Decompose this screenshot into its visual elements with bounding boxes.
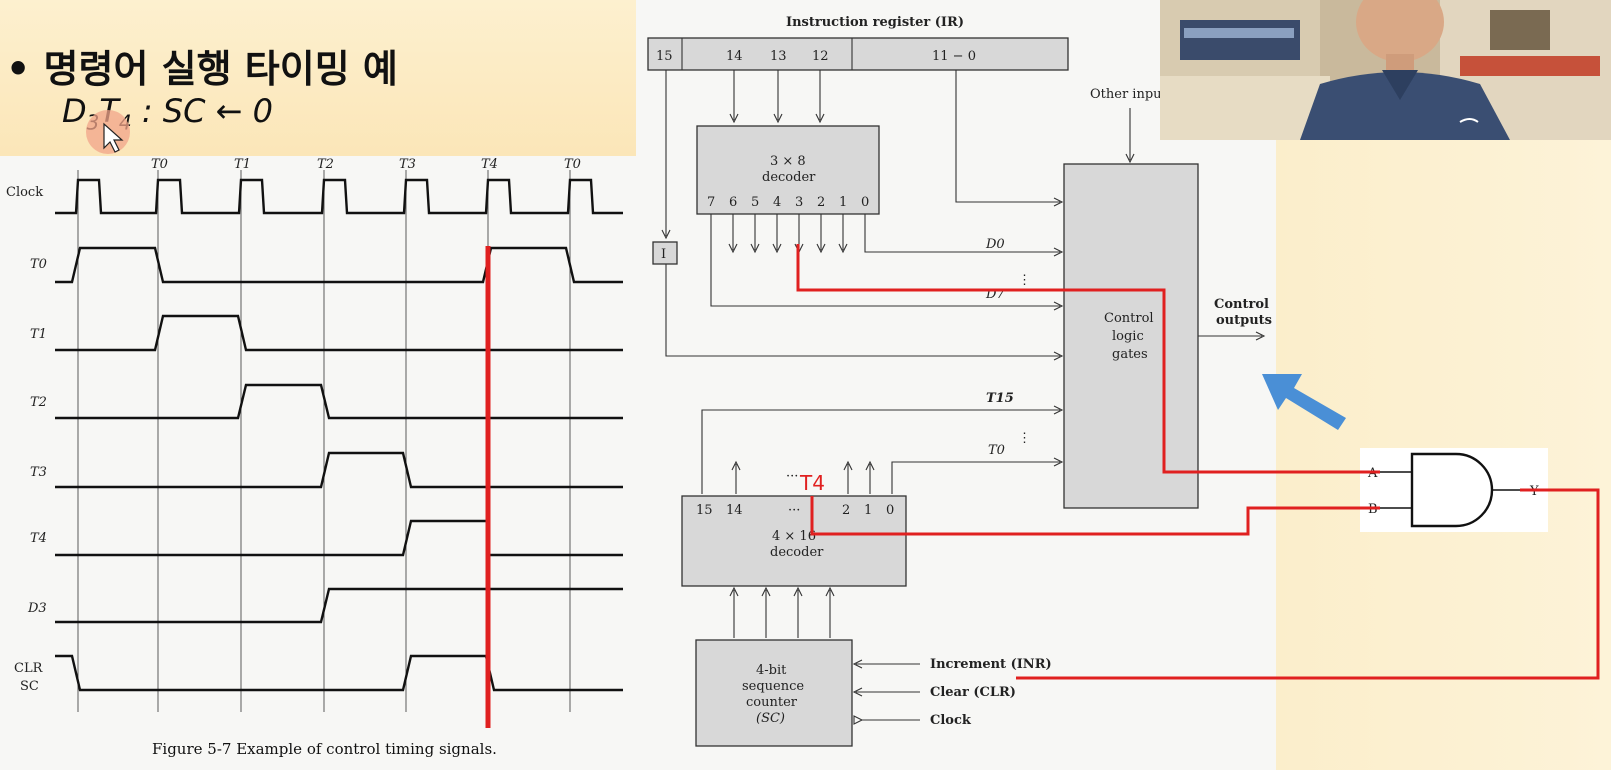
input-increment: Increment (INR) [930,657,1052,672]
decoder3-title: 3 × 8 [770,154,806,169]
counter-line-1: 4-bit [756,663,787,678]
counter-line-4: (SC) [756,711,785,726]
decoder4-title: 4 × 16 [772,529,816,544]
d-ellipsis: ⋮ [1018,273,1031,288]
t-wires [702,406,1062,494]
t-dots: ··· [786,469,798,484]
ir-field-13: 13 [770,49,787,64]
decoder4-out-dots: ··· [788,503,800,518]
control-outputs-line-2: outputs [1216,313,1272,328]
webcam-scene [1160,0,1611,140]
decoder3-out-7: 7 [707,195,715,210]
decoder3-out-6: 6 [729,195,737,210]
decoder4-out-14: 14 [726,503,743,518]
decoder4-out-2: 2 [842,503,850,518]
blue-arrow-icon [1262,374,1346,430]
input-clear: Clear (CLR) [930,685,1016,700]
t4-annotation: T4 [799,471,825,495]
ir-field-11-0: 11 − 0 [932,49,976,64]
decoder3-out-4: 4 [773,195,781,210]
other-inputs-wire [1126,108,1134,162]
decoder4-out-15: 15 [696,503,713,518]
input-clock: Clock [930,713,972,728]
decoder3-out-5: 5 [751,195,759,210]
counter-input-wires [854,660,920,724]
control-logic-line-3: gates [1112,347,1148,362]
and-gate-icon [1412,454,1492,526]
i-label: I [661,247,666,262]
decoder4-sub: decoder [770,545,824,560]
ir-field-15: 15 [656,49,673,64]
instruction-register [648,38,1068,70]
control-logic-line-1: Control [1104,311,1154,326]
t15-label: T15 [986,391,1014,406]
decoder3-output-wires [711,214,1062,310]
counter-line-3: counter [746,695,798,710]
decoder3-out-3: 3 [795,195,803,210]
t0-label: T0 [988,443,1005,458]
decoder3-sub: decoder [762,170,816,185]
d0-label: D0 [985,237,1005,252]
ir-field-14: 14 [726,49,743,64]
decoder3-out-0: 0 [861,195,869,210]
control-outputs-wire [1198,332,1264,340]
control-outputs-line-1: Control [1214,297,1269,312]
decoder4-out-1: 1 [864,503,872,518]
counter-to-decoder-wires [730,588,834,638]
decoder4-out-0: 0 [886,503,894,518]
decoder3-out-1: 1 [839,195,847,210]
ir-title: Instruction register (IR) [786,15,964,30]
decoder3-out-2: 2 [817,195,825,210]
t-ellipsis: ⋮ [1018,431,1031,446]
control-logic-line-2: logic [1112,329,1144,344]
i-output-wire [666,264,1062,360]
counter-line-2: sequence [742,679,804,694]
webcam-overlay [1160,0,1611,140]
ir-field-12: 12 [812,49,829,64]
